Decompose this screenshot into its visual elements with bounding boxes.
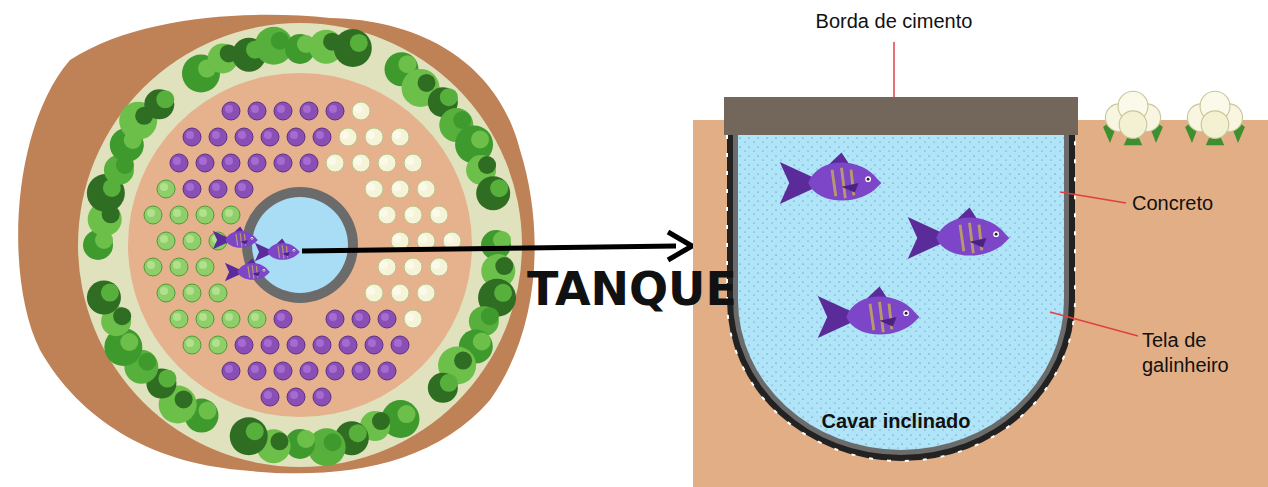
part-label: Borda de cimento [816,10,973,33]
part-label: Cavar inclinado [822,410,971,433]
part-label: Concreto [1132,192,1213,215]
part-label: Tela de galinheiro [1142,328,1252,378]
title-label: TANQUE [527,262,737,316]
